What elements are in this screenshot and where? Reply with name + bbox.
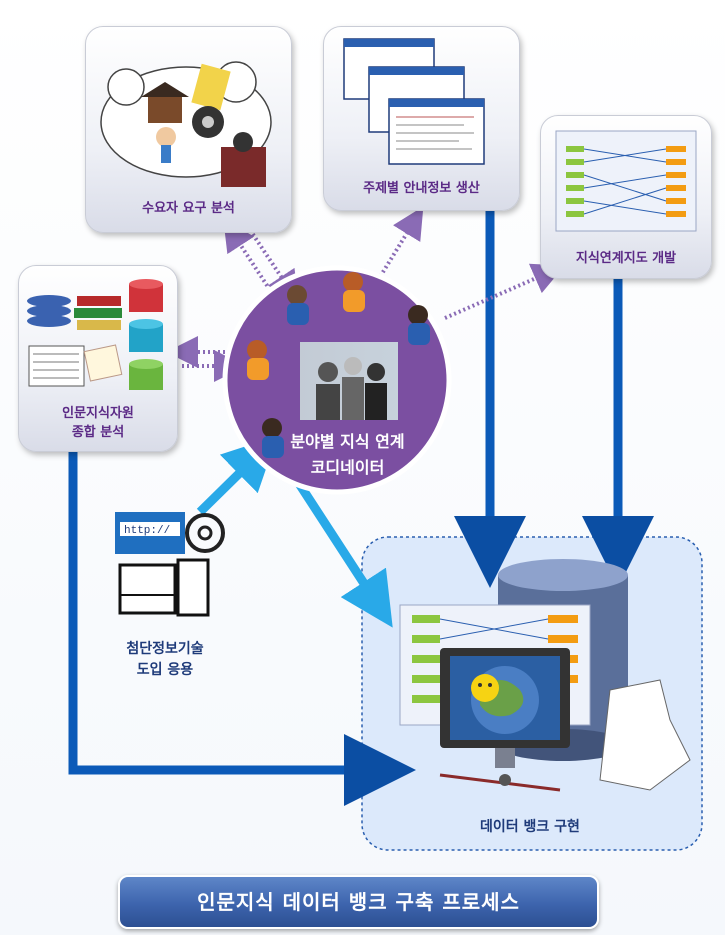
tech-label-1: 첨단정보기술 xyxy=(126,641,204,657)
coordinator-label-2: 코디네이터 xyxy=(310,458,385,477)
arrow-resource-to-databank xyxy=(68,450,416,806)
databank-label: 데이터 뱅크 구현 xyxy=(480,819,580,835)
dotted-arrow-topic xyxy=(373,206,424,287)
link-map-icon xyxy=(555,130,697,232)
dotted-arrow-demand-a xyxy=(223,218,272,292)
dotted-arrow-map xyxy=(444,263,565,320)
card-resource-analysis: 인문지식자원 종합 분석 xyxy=(18,265,178,452)
arrow-tech-to-coordinator xyxy=(196,436,278,516)
books-database-icon xyxy=(27,279,163,390)
web-screenshots-icon xyxy=(343,38,485,165)
card-demand-analysis: 수요자 요구 분석 xyxy=(85,26,292,233)
card-topic-label: 주제별 안내정보 생산 xyxy=(363,181,480,196)
card-resource-label-2: 종합 분석 xyxy=(71,425,125,440)
coordinator-label-1: 분야별 지식 연계 xyxy=(290,432,405,451)
card-map-label: 지식연계지도 개발 xyxy=(575,251,677,266)
clipart-culture-icon xyxy=(100,61,272,187)
databank-region xyxy=(361,536,703,851)
card-demand-label: 수요자 요구 분석 xyxy=(142,201,235,216)
card-resource-label-1: 인문지식자원 xyxy=(62,406,134,421)
dotted-arrow-demand-b xyxy=(248,228,299,304)
card-topic-info: 주제별 안내정보 생산 xyxy=(323,26,520,211)
arrow-coordinator-to-databank xyxy=(283,462,393,628)
card-knowledge-map: 지식연계지도 개발 xyxy=(540,115,712,279)
process-title: 인문지식 데이터 뱅크 구축 프로세스 xyxy=(118,875,599,929)
tech-label-2: 도입 응용 xyxy=(136,662,194,678)
